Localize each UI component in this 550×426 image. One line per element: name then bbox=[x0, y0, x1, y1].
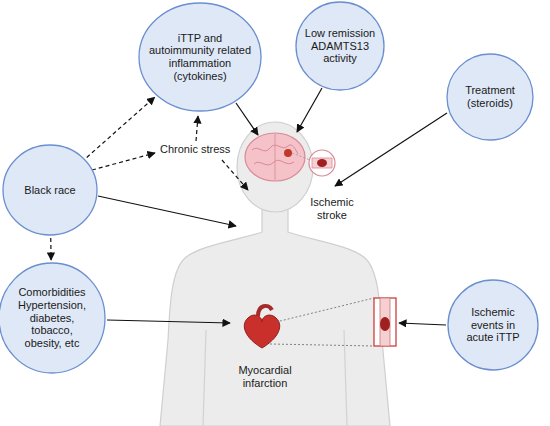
circle-shape bbox=[3, 145, 97, 235]
circle-shape bbox=[139, 3, 261, 111]
factor-circle: Low remission ADAMTS13 activity bbox=[295, 1, 385, 91]
brain-fissure bbox=[275, 134, 276, 180]
inset-clot bbox=[317, 159, 327, 167]
dashed-arrow bbox=[92, 153, 155, 170]
factor-circle: Ischemic events in acute iTTP bbox=[447, 279, 539, 371]
circle-shape bbox=[447, 54, 533, 140]
figure-label: Ischemic stroke bbox=[303, 196, 361, 221]
figure-label: Myocardial infarction bbox=[232, 364, 298, 389]
circle-shape bbox=[0, 263, 105, 373]
heart-shape bbox=[244, 315, 279, 348]
node-text-area: Low remission ADAMTS13 activity bbox=[295, 1, 385, 91]
node-text-area: iTTP and autoimmunity related inflammati… bbox=[138, 2, 262, 112]
node-text: Ischemic events in acute iTTP bbox=[462, 306, 524, 344]
node-text: Comorbidities Hypertension, diabetes, to… bbox=[12, 286, 92, 349]
head-silhouette bbox=[237, 122, 313, 212]
stroke-site bbox=[284, 149, 292, 157]
arm-line bbox=[203, 330, 206, 426]
dashed-arrow bbox=[222, 160, 248, 190]
inset-artery bbox=[312, 158, 332, 168]
human-figure bbox=[160, 122, 396, 426]
node-text-area: Ischemic events in acute iTTP bbox=[447, 279, 539, 371]
factor-circle: iTTP and autoimmunity related inflammati… bbox=[138, 2, 262, 112]
factor-circle: Black race bbox=[2, 144, 98, 236]
dashed-connector bbox=[50, 238, 52, 260]
solid-arrow bbox=[107, 320, 230, 323]
node-text: Treatment (steroids) bbox=[455, 84, 525, 109]
inset-clot bbox=[380, 317, 390, 331]
node-text-area: Black race bbox=[2, 144, 98, 236]
solid-arrow bbox=[297, 88, 322, 132]
circle-shape bbox=[448, 280, 538, 370]
dashed-connector bbox=[87, 97, 155, 157]
factor-circle: Comorbidities Hypertension, diabetes, to… bbox=[0, 262, 106, 374]
heart-aorta bbox=[258, 306, 272, 316]
factor-circle: Treatment (steroids) bbox=[446, 53, 534, 141]
solid-arrow bbox=[98, 196, 236, 226]
node-text: Black race bbox=[15, 184, 85, 197]
solid-arrow bbox=[236, 103, 258, 135]
brain-shape bbox=[245, 133, 305, 181]
node-text: iTTP and autoimmunity related inflammati… bbox=[146, 32, 254, 83]
figure-label: Chronic stress bbox=[160, 143, 250, 156]
coronary-inset bbox=[374, 298, 396, 346]
solid-arrow bbox=[399, 323, 446, 325]
inset-leader bbox=[270, 344, 374, 346]
inset-artery bbox=[380, 298, 390, 346]
node-text-area: Comorbidities Hypertension, diabetes, to… bbox=[0, 262, 106, 374]
body-silhouette bbox=[160, 208, 390, 426]
arm-line bbox=[344, 330, 347, 426]
inset-leader bbox=[276, 298, 374, 322]
artery-inset bbox=[309, 150, 335, 176]
layout-arrows bbox=[92, 88, 447, 325]
node-text: Low remission ADAMTS13 activity bbox=[300, 27, 380, 65]
inset-leader bbox=[292, 153, 310, 160]
node-text-area: Treatment (steroids) bbox=[446, 53, 534, 141]
solid-arrow bbox=[335, 113, 447, 186]
circle-shape bbox=[296, 2, 384, 90]
dashed-arrow bbox=[196, 116, 198, 141]
